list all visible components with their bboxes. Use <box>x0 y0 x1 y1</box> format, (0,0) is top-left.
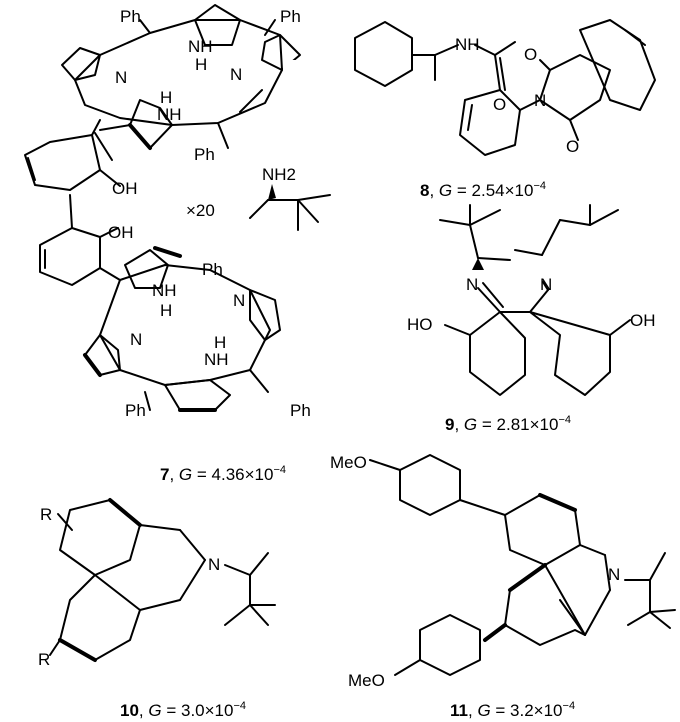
caption-11: 11, G = 3.2×10−4 <box>450 700 575 720</box>
n-label-3: N <box>130 330 142 349</box>
tert-butyl-amine <box>249 184 331 231</box>
caption-8: 8, G = 2.54×10−4 <box>420 180 546 200</box>
compound-8-structure <box>354 19 656 156</box>
caption-9: 9, G = 2.81×10−4 <box>445 414 571 434</box>
nh-label-2: NH <box>157 105 182 124</box>
h-label-2: H <box>160 88 172 107</box>
ph-label-3: Ph <box>194 145 215 164</box>
multiplier-label: ×20 <box>186 201 215 220</box>
nh-label-1: NH <box>188 37 213 56</box>
meo-label-2: MeO <box>348 671 385 690</box>
o-label-2: O <box>524 45 537 64</box>
n-label-1: N <box>115 68 127 87</box>
n-label-2: N <box>230 65 242 84</box>
nh-label-4: NH <box>204 350 229 369</box>
oh-label-3: OH <box>630 311 656 330</box>
n-label-9: N <box>608 565 620 584</box>
n-label-7: N <box>540 275 552 294</box>
caption-7: 7, G = 4.36×10−4 <box>160 464 286 484</box>
n-label-4: N <box>233 291 245 310</box>
ph-label-2: Ph <box>280 7 301 26</box>
nh2-label: NH2 <box>262 165 296 184</box>
ho-label: HO <box>407 315 433 334</box>
r-label-2: R <box>38 650 50 669</box>
biphenol-core <box>24 119 121 286</box>
meo-label-1: MeO <box>330 453 367 472</box>
o-label-1: O <box>493 95 506 114</box>
ph-label-5: Ph <box>125 401 146 420</box>
n-label-6: N <box>466 275 478 294</box>
h-label-3: H <box>160 301 172 320</box>
nh-label-3: NH <box>152 281 177 300</box>
oh-label-1: OH <box>112 179 138 198</box>
upper-porphyrin <box>61 4 313 161</box>
ph-label-4: Ph <box>202 260 223 279</box>
compound-11-structure <box>369 454 676 676</box>
nh-label-5: NH <box>455 35 480 54</box>
h-label-1: H <box>195 55 207 74</box>
compound-10-structure <box>49 498 276 662</box>
r-label-1: R <box>40 505 52 524</box>
n-label-8: N <box>208 555 220 574</box>
h-label-4: H <box>214 333 226 352</box>
n-label-5: N <box>534 91 546 110</box>
compound-7-structure: Ph Ph Ph NH H N N H NH OH OH <box>24 4 313 420</box>
ph-label-1: Ph <box>120 7 141 26</box>
caption-10: 10, G = 3.0×10−4 <box>120 700 246 720</box>
o-label-3: O <box>566 137 579 156</box>
lower-porphyrin <box>83 246 281 412</box>
ph-label-6: Ph <box>290 401 311 420</box>
oh-label-2: OH <box>108 223 134 242</box>
compound-9-structure <box>439 204 631 396</box>
